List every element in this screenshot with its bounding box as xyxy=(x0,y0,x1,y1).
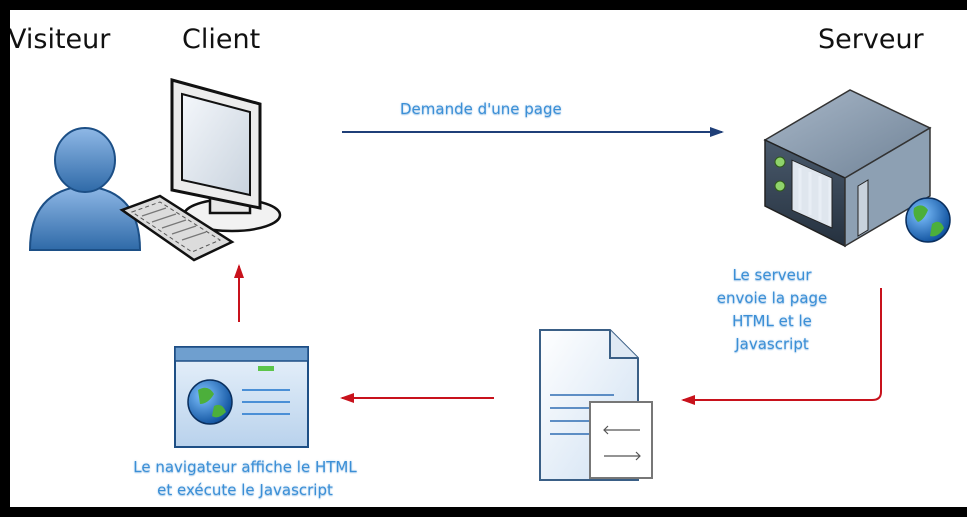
browser-window-icon xyxy=(174,346,309,448)
server-sends-caption: Le serveur envoie la page HTML et le Jav… xyxy=(692,264,852,356)
server-sends-line: Javascript xyxy=(735,335,809,353)
request-caption: Demande d'une page xyxy=(400,100,562,118)
visitor-heading: Visiteur xyxy=(10,24,111,55)
server-sends-line: envoie la page xyxy=(716,289,828,307)
server-icon xyxy=(763,89,932,248)
keyboard-icon xyxy=(119,194,235,262)
server-sends-line: HTML et le xyxy=(732,312,812,330)
server-heading: Serveur xyxy=(818,24,924,55)
document-icon xyxy=(539,329,653,481)
browser-caption: Le navigateur affiche le HTML et exécute… xyxy=(80,456,410,502)
diagram-panel: Visiteur Client Serveur xyxy=(10,10,967,507)
browser-caption-line: Le navigateur affiche le HTML xyxy=(133,458,357,476)
monitor-icon xyxy=(170,78,282,233)
browser-caption-line: et exécute le Javascript xyxy=(157,481,333,499)
server-to-document-arrow xyxy=(681,288,882,405)
user-icon xyxy=(28,127,142,251)
server-sends-line: Le serveur xyxy=(732,266,812,284)
client-heading: Client xyxy=(182,24,261,55)
diagram-graphics xyxy=(28,78,951,481)
globe-icon xyxy=(905,197,951,243)
